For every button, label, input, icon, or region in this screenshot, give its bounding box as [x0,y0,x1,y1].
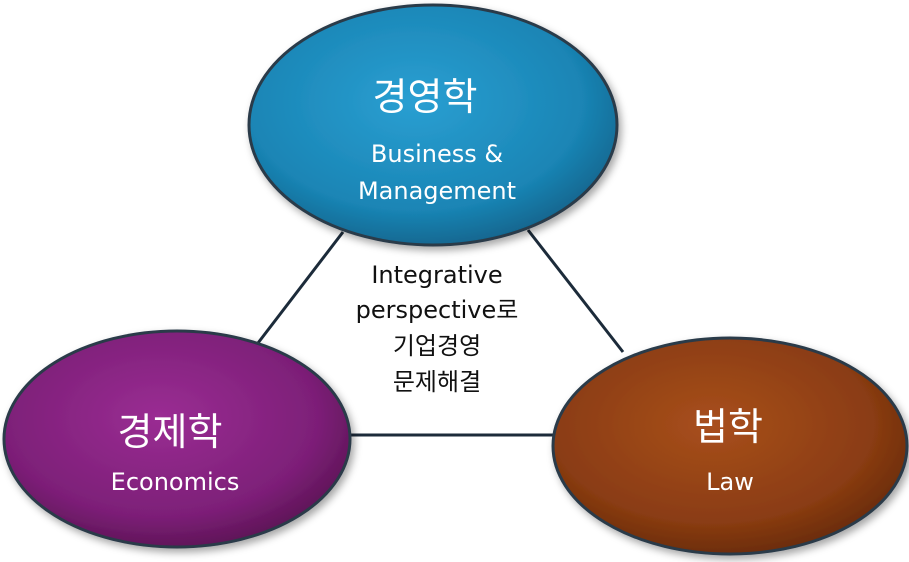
center-caption: Integrative perspective로 기업경영 문제해결 [356,261,519,396]
law-ellipse [551,336,909,556]
center-line-4: 문제해결 [393,368,481,396]
business-subtitle-line1: Business & [371,140,503,168]
center-line-1: Integrative [371,261,502,289]
business-subtitle-line2: Management [358,177,516,205]
business-ellipse [247,3,619,247]
law-subtitle: Law [706,468,754,496]
center-line-3: 기업경영 [393,332,481,360]
law-title: 법학 [693,405,763,449]
node-business: 경영학 Business & Management [247,3,619,247]
node-law: 법학 Law [551,336,909,556]
economics-subtitle: Economics [111,468,240,496]
connector-business-economics [256,231,345,344]
economics-ellipse [2,329,352,549]
economics-title: 경제학 [118,410,223,454]
node-economics: 경제학 Economics [2,329,352,549]
connector-business-law [526,229,625,353]
center-line-2: perspective로 [356,296,519,324]
business-title: 경영학 [373,75,478,119]
